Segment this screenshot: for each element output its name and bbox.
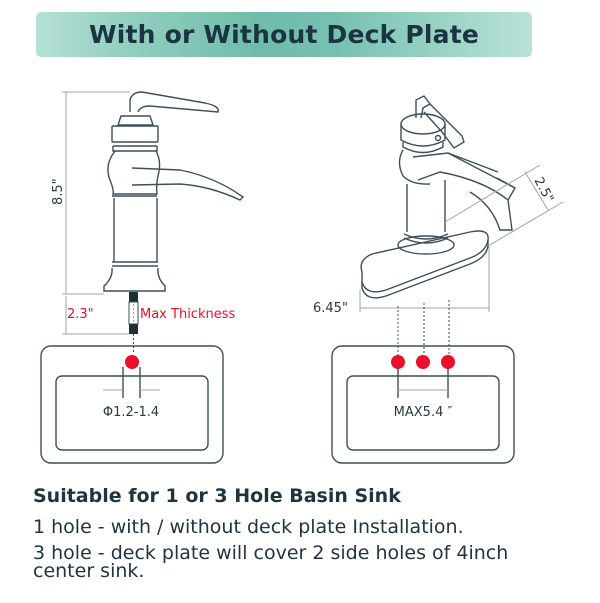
- deck-width-label: 6.45": [313, 301, 348, 316]
- deck-width-dimension: [359, 246, 490, 312]
- three-hole-sink: [331, 345, 515, 464]
- height-dimension: [62, 91, 130, 335]
- max-thickness-label: Max Thickness: [140, 307, 235, 322]
- height-label: 8.5": [51, 178, 66, 205]
- sink-hole-left-marker: [391, 355, 405, 369]
- single-hole-sink: [40, 345, 224, 464]
- caption-line-one-hole: 1 hole - with / without deck plate Insta…: [33, 516, 464, 538]
- spout-reach-label: 2.5": [530, 175, 556, 206]
- spout-dimension: [444, 164, 564, 247]
- sink-hole-center-marker: [416, 355, 430, 369]
- left-faucet-drawing: [103, 91, 245, 292]
- thickness-label: 2.3": [67, 307, 94, 322]
- caption-line-three-hole: 3 hole - deck plate will cover 2 side ho…: [33, 542, 509, 582]
- sink-hole-marker: [125, 355, 139, 369]
- hole-diameter-label: Φ1.2-1.4: [103, 405, 159, 420]
- right-faucet-drawing: [360, 95, 516, 299]
- header-banner: With or Without Deck Plate: [36, 12, 532, 57]
- page-title: With or Without Deck Plate: [88, 20, 480, 49]
- sink-hole-right-marker: [441, 355, 455, 369]
- caption-heading: Suitable for 1 or 3 Hole Basin Sink: [33, 485, 401, 507]
- hole-spread-label: MAX5.4 ″: [394, 405, 453, 420]
- mounting-shank: [128, 292, 139, 354]
